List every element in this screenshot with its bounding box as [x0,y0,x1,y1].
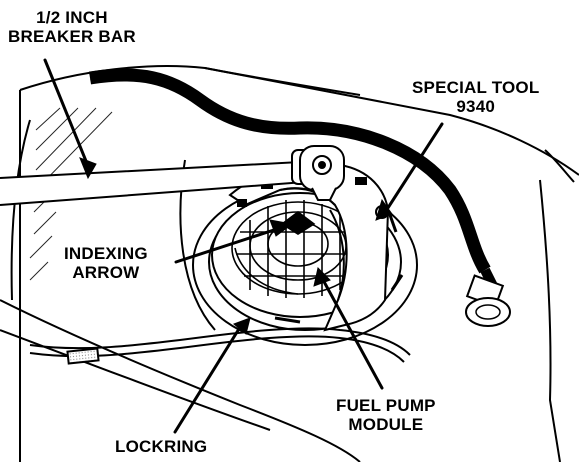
label-indexing-arrow-line2: ARROW [72,263,140,282]
label-breaker-bar-line1: 1/2 INCH [36,8,108,27]
label-breaker-bar: 1/2 INCH BREAKER BAR [8,8,136,46]
label-lockring-line1: LOCKRING [115,437,208,456]
label-indexing-arrow: INDEXING ARROW [64,244,148,282]
label-special-tool-line2: 9340 [456,97,496,116]
label-special-tool-line1: SPECIAL TOOL [412,78,540,97]
vapor-hose [88,68,511,327]
label-fuel-pump-module: FUEL PUMP MODULE [336,396,436,434]
label-special-tool: SPECIAL TOOL 9340 [412,78,539,116]
label-fuel-pump-module-line2: MODULE [348,415,424,434]
leader-arrows [43,58,444,434]
label-fuel-pump-module-line1: FUEL PUMP [336,396,436,415]
fuel-line [29,327,411,365]
hose-connector [465,274,511,327]
breaker-bar [0,145,345,206]
label-indexing-arrow-line1: INDEXING [64,244,148,263]
fuel-tank [0,65,579,462]
label-lockring: LOCKRING [115,437,207,456]
label-breaker-bar-line2: BREAKER BAR [8,27,136,46]
